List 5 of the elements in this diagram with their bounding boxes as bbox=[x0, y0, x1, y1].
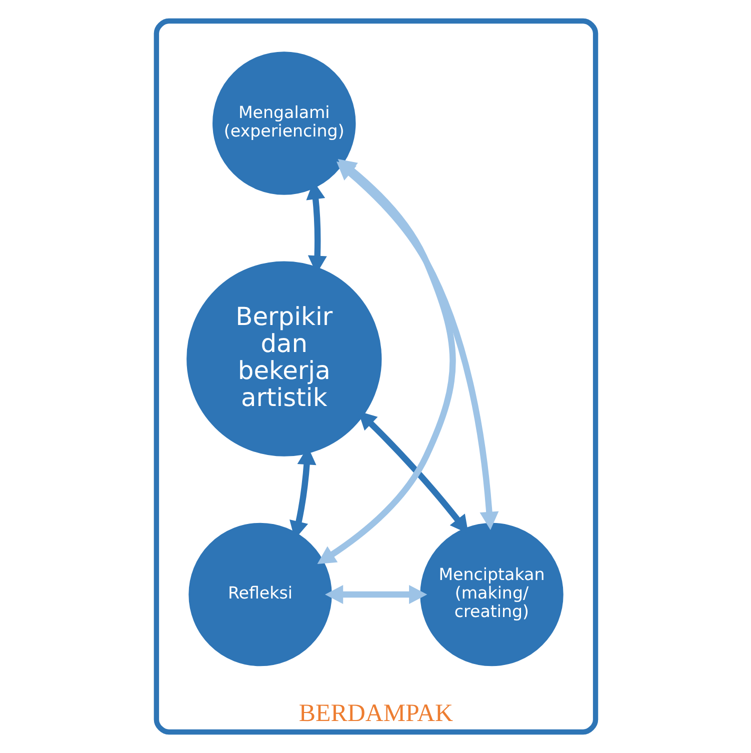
node-circle: Menciptakan (making/ creating) bbox=[420, 522, 563, 666]
arrow bbox=[316, 159, 456, 564]
node-circle: Berpikir dan bekerja artistik bbox=[186, 261, 382, 456]
node-circle: Refleksi bbox=[188, 522, 332, 666]
arrow bbox=[324, 584, 427, 604]
